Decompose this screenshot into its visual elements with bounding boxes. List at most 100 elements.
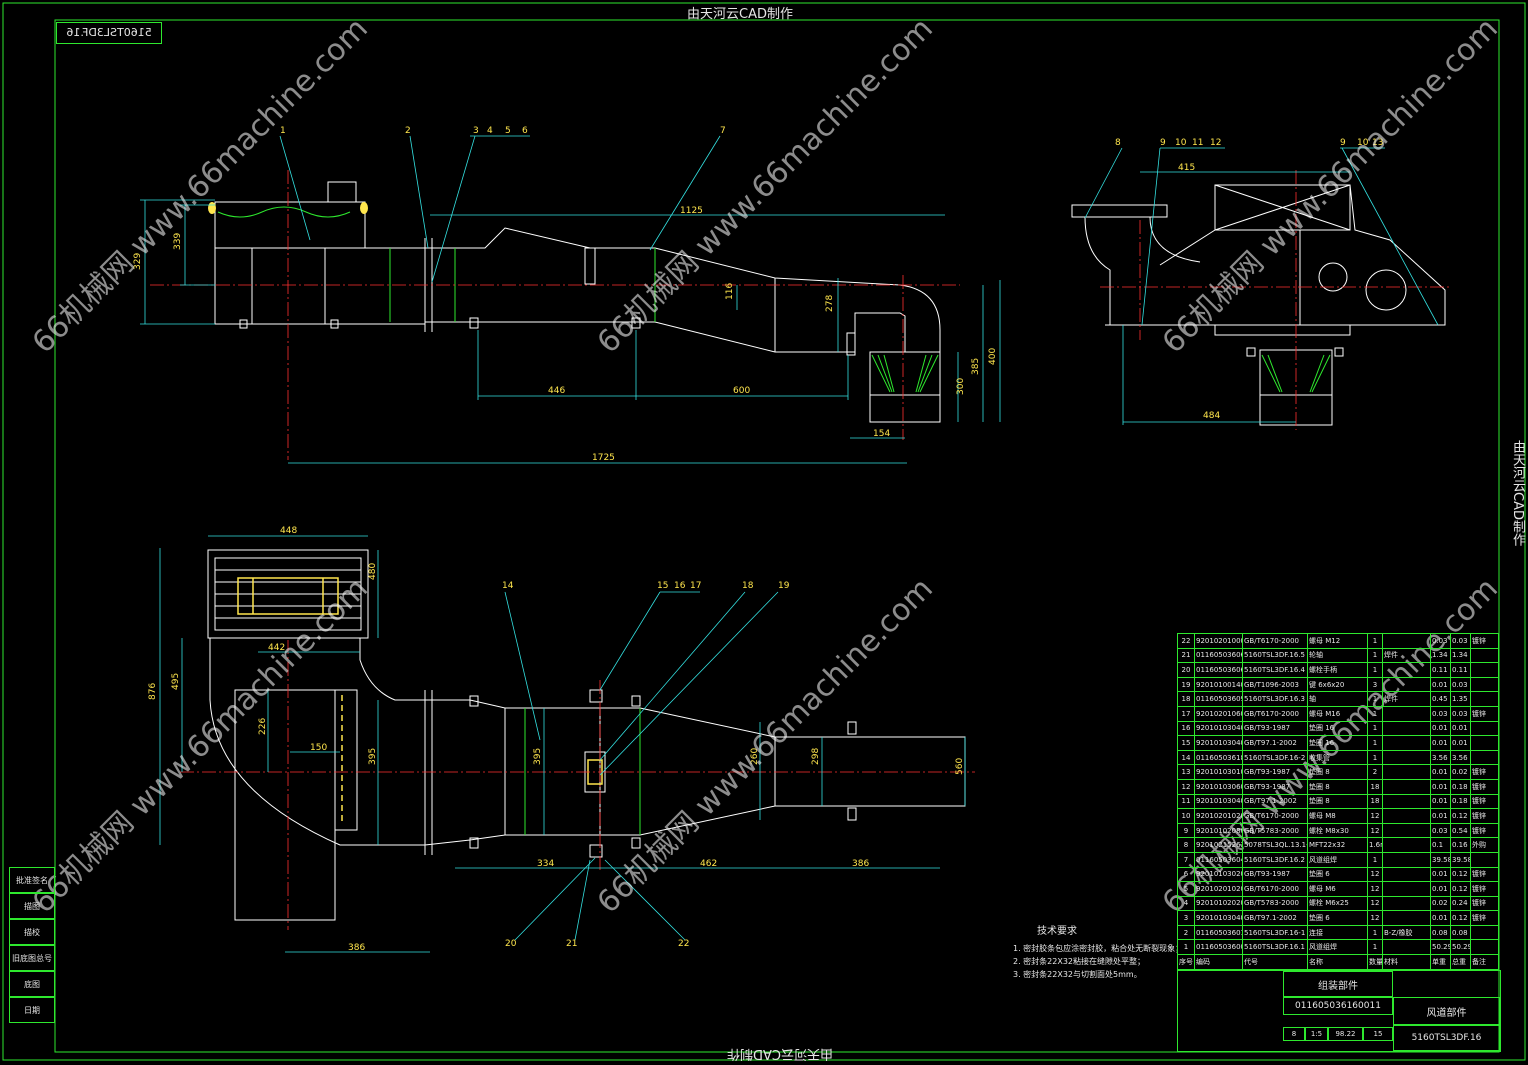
bom-cell: GB/T5783-2000 [1242, 822, 1308, 839]
bom-cell: 0.01 [1450, 720, 1471, 737]
dimension-label: 386 [348, 943, 365, 953]
bom-cell: 0.01 [1430, 866, 1451, 883]
dimension-label: 260 [750, 748, 760, 765]
strip-cell: 日期 [9, 997, 55, 1023]
bom-cell: 13 [1177, 764, 1195, 780]
bom-cell [1470, 749, 1499, 766]
dimension-label: 395 [533, 748, 543, 765]
bom-cell [1382, 720, 1431, 737]
bom-cell: 0.08 [1430, 924, 1451, 941]
bom-cell [1382, 895, 1431, 912]
callout-label: 5 [505, 126, 511, 136]
callout-label: 1 [280, 126, 286, 136]
bom-cell: GB/T93-1987 [1242, 778, 1308, 795]
side-caption: 由天河云CAD制作 [1510, 440, 1525, 546]
bom-cell: 920101030600101 [1194, 778, 1243, 795]
side-centerlines [1100, 170, 1450, 430]
dimension-label: 400 [988, 348, 998, 365]
bom-cell [1382, 808, 1431, 824]
bom-cell: 0.1 [1430, 837, 1451, 853]
callout-label: 7 [720, 126, 726, 136]
dimension-label: 480 [368, 563, 378, 580]
bom-cell: 备注 [1470, 954, 1499, 970]
bom-cell: 垫圈 8 [1307, 778, 1368, 795]
bom-cell: 920102010200201 [1194, 881, 1243, 897]
bom-cell: 0.01 [1430, 808, 1451, 824]
bom-cell: 011605036090390 [1194, 691, 1243, 707]
bom-cell: 1 [1367, 662, 1383, 678]
bom-cell [1382, 910, 1431, 926]
bom-cell: 0.45 [1430, 691, 1451, 707]
bom-cell: 3.56 [1450, 749, 1471, 766]
bom-cell: 风道组焊 [1307, 939, 1368, 956]
bom-cell: GB/T6170-2000 [1242, 881, 1308, 897]
strip-cell: 描图 [9, 893, 55, 919]
callout-label: 9 [1340, 138, 1346, 148]
bom-cell: 9 [1177, 822, 1195, 839]
dimension-label: 385 [971, 358, 981, 375]
dimension-label: 386 [852, 859, 869, 869]
bom-cell: MFT22x32 [1307, 837, 1368, 853]
bom-cell: 12 [1367, 808, 1383, 824]
dimension-label: 442 [268, 643, 285, 653]
bom-cell: GB/T97.1-2002 [1242, 793, 1308, 810]
bom-cell: 12 [1367, 881, 1383, 897]
bom-cell: 轴 [1307, 691, 1368, 707]
revision: 15 [1363, 1027, 1393, 1041]
bom-row: 70116050360400215160TSL3DF.16.2风道组焊139.5… [1177, 851, 1499, 868]
bom-cell: 1 [1367, 749, 1383, 766]
dimension-label: 876 [148, 683, 158, 700]
front-dimension-lines [140, 199, 1001, 464]
callout-label: 2 [405, 126, 411, 136]
bom-cell: B-Z/橡胶 [1382, 924, 1431, 941]
bom-cell: 垫圈 6 [1307, 866, 1368, 883]
bom-cell: GB/T93-1987 [1242, 720, 1308, 737]
bom-cell [1382, 939, 1431, 956]
bom-cell: 1 [1367, 851, 1383, 868]
bom-cell: 0.12 [1450, 808, 1471, 824]
strip-cell: 旧底图总号 [9, 945, 55, 971]
dimension-label: 1725 [592, 453, 615, 463]
callout-label: 9 [1160, 138, 1166, 148]
callout-label: 22 [678, 939, 689, 949]
bom-cell: 0.01 [1430, 735, 1451, 751]
plan-yellow-marks [237, 577, 603, 825]
bom-row: 200116050360646005160TSL3DF.16.4螺栓手柄10.1… [1177, 662, 1499, 678]
bom-cell: 0.01 [1430, 676, 1451, 693]
bom-cell: 0.12 [1450, 866, 1471, 883]
dimension-label: 495 [171, 673, 181, 690]
bom-cell [1470, 647, 1499, 664]
bom-cell: 5160TSL3DF.16.3 [1242, 691, 1308, 707]
bom-row: 140116050361800105160TSL3DF.16-2收集管13.56… [1177, 749, 1499, 766]
plan-centerlines [180, 640, 975, 930]
bom-cell: 22 [1177, 633, 1195, 649]
bom-cell [1470, 851, 1499, 868]
bom-cell: 0.01 [1430, 881, 1451, 897]
bom-cell: 920101020201401 [1194, 895, 1243, 912]
bom-cell: 011605036060410 [1194, 647, 1243, 664]
dimension-label: 600 [733, 386, 750, 396]
bom-cell: 011605036180010 [1194, 749, 1243, 766]
bom-cell: 1 [1367, 647, 1383, 664]
bom-cell: 单重 [1430, 954, 1451, 970]
bom-cell [1382, 662, 1431, 678]
bom-cell: 920101030400301 [1194, 793, 1243, 810]
bom-cell: 92010215261170 [1194, 837, 1243, 853]
bom-cell: 3.56 [1430, 749, 1451, 766]
bom-cell: 4 [1177, 895, 1195, 912]
bom-cell [1382, 778, 1431, 795]
bom-cell: 0.18 [1450, 778, 1471, 795]
bom-cell: 镀锌 [1470, 705, 1499, 722]
bom-cell: 镀锌 [1470, 764, 1499, 780]
bom-cell: 风道组焊 [1307, 851, 1368, 868]
bom-cell: 镀锌 [1470, 778, 1499, 795]
bom-cell: 0.02 [1450, 764, 1471, 780]
bom-cell [1470, 735, 1499, 751]
bom-cell: 螺栓手柄 [1307, 662, 1368, 678]
bom-cell: 12 [1367, 895, 1383, 912]
plan-dimension-lines [159, 535, 966, 953]
